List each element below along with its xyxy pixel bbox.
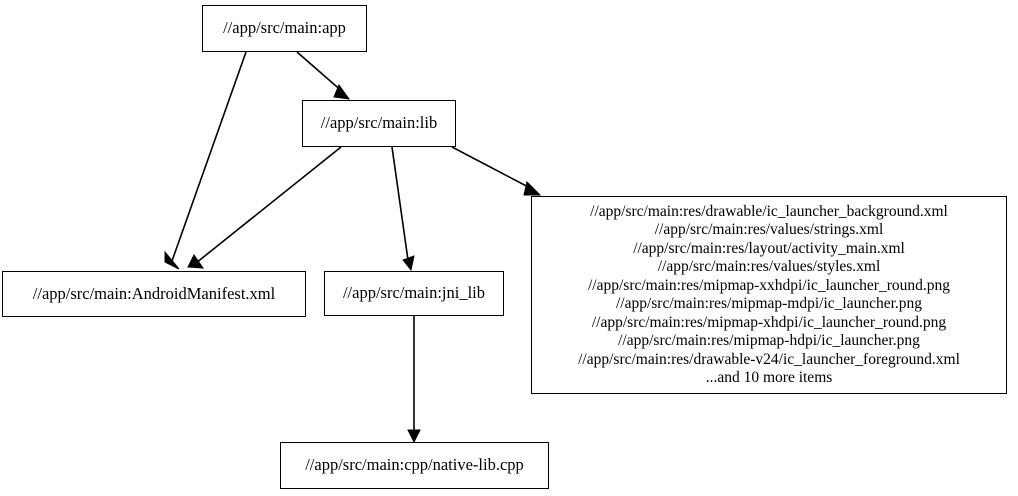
edge-app-to-lib: [296, 51, 351, 100]
node-jni-lib[interactable]: //app/src/main:jni_lib: [324, 271, 504, 316]
node-android-manifest-xml[interactable]: //app/src/main:AndroidManifest.xml: [2, 271, 306, 317]
node-lib[interactable]: //app/src/main:lib: [302, 100, 456, 147]
node-res-file-group[interactable]: //app/src/main:res/drawable/ic_launcher_…: [531, 196, 1007, 394]
edge-lib-to-jnilib: [391, 146, 415, 272]
node-native-lib-cpp[interactable]: //app/src/main:cpp/native-lib.cpp: [280, 442, 549, 489]
edge-app-to-manifest: [164, 51, 247, 270]
edge-jnilib-to-native-lib-cpp: [407, 316, 421, 444]
edge-lib-to-res-group: [451, 146, 542, 196]
node-app[interactable]: //app/src/main:app: [202, 5, 367, 52]
edge-lib-to-manifest: [187, 146, 342, 269]
